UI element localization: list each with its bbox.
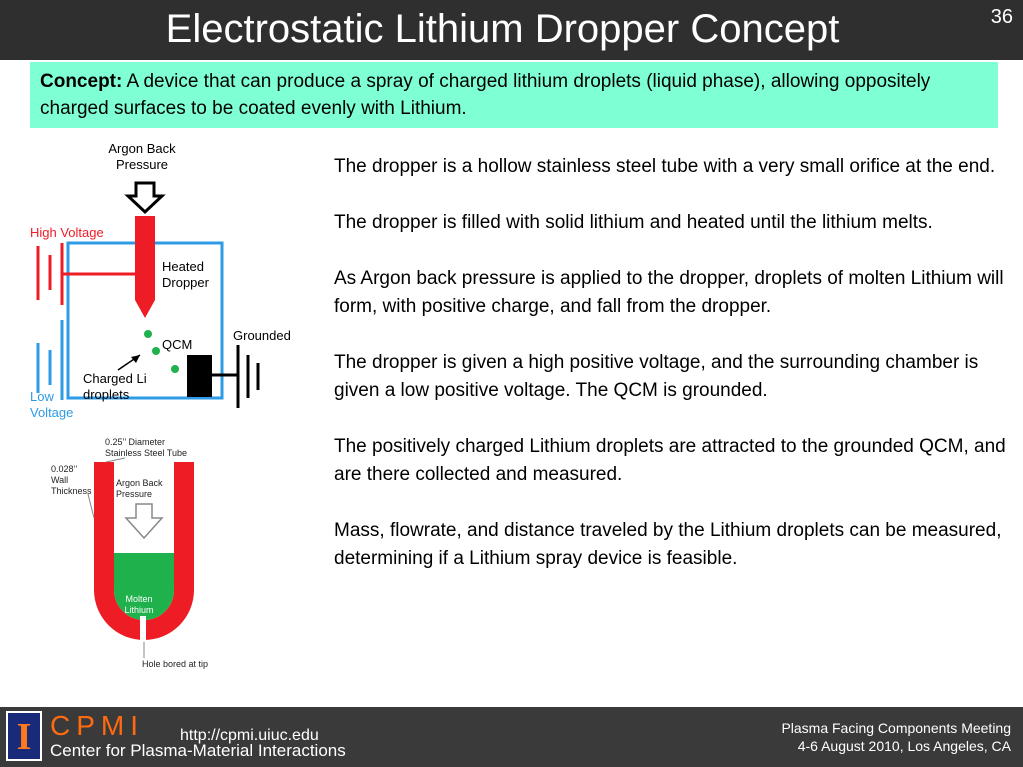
illinois-logo: I xyxy=(6,711,42,761)
slide-header: Electrostatic Lithium Dropper Concept 36 xyxy=(0,0,1023,60)
meeting-info: Plasma Facing Components Meeting 4-6 Aug… xyxy=(781,720,1011,754)
heated-dropper xyxy=(135,216,155,318)
u-tube-diagram xyxy=(87,457,194,658)
qcm-block xyxy=(187,355,212,397)
concept-box: Concept: A device that can produce a spr… xyxy=(30,62,998,128)
body-text: The dropper is a hollow stainless steel … xyxy=(334,153,1009,601)
droplet xyxy=(144,330,152,338)
qcm-label: QCM xyxy=(162,337,193,352)
high-voltage-label: High Voltage xyxy=(30,225,104,240)
footer: I CPMI Center for Plasma-Material Intera… xyxy=(0,707,1023,767)
cpmi-url-link[interactable]: http://cpmi.uiuc.edu xyxy=(180,727,319,744)
slide-number: 36 xyxy=(990,6,1013,28)
molten-lithium xyxy=(114,553,174,620)
slide-title: Electrostatic Lithium Dropper Concept xyxy=(165,7,840,51)
argon-arrow-icon xyxy=(124,503,164,540)
dropper-schematic xyxy=(36,181,260,408)
paragraph: The dropper is a hollow stainless steel … xyxy=(334,156,996,177)
grounded-label: Grounded xyxy=(233,328,291,343)
concept-label: Concept: xyxy=(40,71,123,92)
paragraph: Mass, flowrate, and distance traveled by… xyxy=(334,520,1002,569)
paragraph: As Argon back pressure is applied to the… xyxy=(334,268,1004,317)
argon-arrow-icon xyxy=(124,181,166,215)
droplet xyxy=(171,365,179,373)
droplet xyxy=(152,347,160,355)
cpmi-logo-text: CPMI xyxy=(50,710,144,741)
cpmi-full-name: Center for Plasma-Material Interactions xyxy=(50,741,346,760)
stainless-steel-tube xyxy=(94,462,194,640)
hole-label: Hole bored at tip xyxy=(142,659,209,669)
paragraph: The positively charged Lithium droplets … xyxy=(334,436,1006,485)
paragraph: The dropper is given a high positive vol… xyxy=(334,352,979,401)
paragraph: The dropper is filled with solid lithium… xyxy=(334,212,933,233)
concept-text: A device that can produce a spray of cha… xyxy=(40,71,931,119)
